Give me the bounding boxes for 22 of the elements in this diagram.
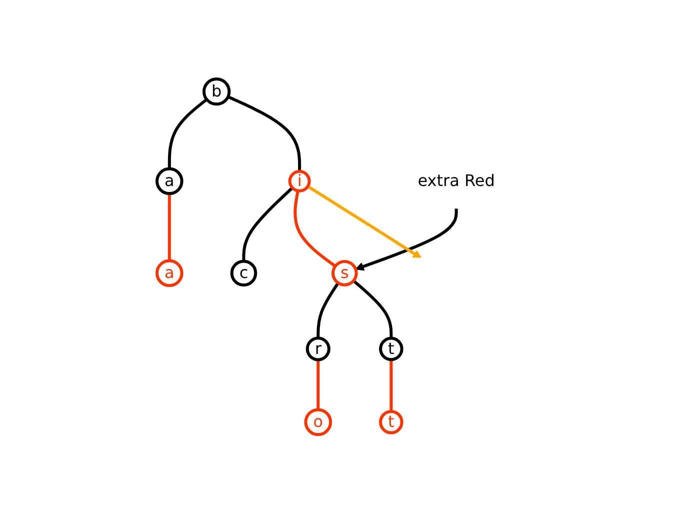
connector: [389, 359, 392, 412]
node-circle: c: [230, 259, 257, 286]
node-text: extra Red: [417, 170, 494, 190]
node-circle: i: [288, 170, 310, 192]
connector: [352, 279, 392, 338]
connector: [226, 95, 301, 172]
connector: [293, 190, 336, 268]
node-circle: s: [331, 260, 358, 286]
node-circle: a: [155, 258, 183, 287]
node-circle: a: [155, 166, 183, 195]
node-circle: b: [202, 77, 230, 106]
node-circle: r: [305, 336, 330, 361]
connector: [167, 98, 208, 168]
node-circle: o: [304, 408, 332, 436]
arrow: [306, 184, 422, 258]
arrow: [354, 208, 458, 270]
node-circle: t: [378, 410, 403, 434]
connector: [242, 186, 293, 261]
connector: [316, 282, 339, 338]
node-circle: t: [378, 336, 403, 361]
connector: [167, 193, 170, 260]
connector: [316, 359, 320, 410]
